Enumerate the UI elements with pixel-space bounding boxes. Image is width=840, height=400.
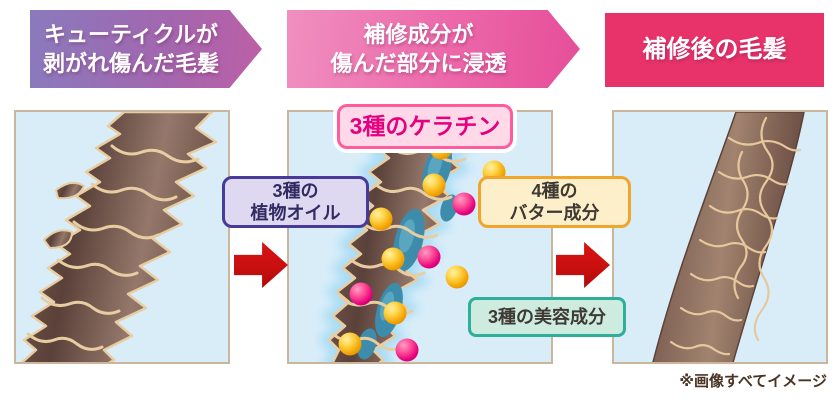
keratin-dot-pink bbox=[349, 282, 373, 306]
label-butter: 4種の バター成分 bbox=[478, 176, 631, 228]
damaged-hair-illustration bbox=[20, 112, 218, 362]
ingredient-dots bbox=[338, 136, 506, 362]
label-plant-oil: 3種の 植物オイル bbox=[222, 176, 369, 228]
label-keratin: 3種のケラチン bbox=[337, 104, 513, 149]
keratin-dot-pink bbox=[395, 338, 419, 362]
detached-flake bbox=[54, 181, 86, 200]
keratin-dot-yellow bbox=[381, 247, 405, 271]
keratin-dot-yellow bbox=[369, 207, 393, 231]
arrow-right-icon bbox=[234, 242, 288, 288]
disclaimer-note: ※画像すべてイメージ bbox=[679, 373, 827, 390]
keratin-dot-yellow bbox=[445, 265, 469, 289]
keratin-dot-pink bbox=[452, 192, 476, 216]
panel-damaged-hair bbox=[14, 110, 230, 364]
repaired-hair-illustration bbox=[652, 112, 805, 362]
panel-repaired-hair bbox=[612, 110, 828, 364]
stage-banner-repairing: 補修成分が 傷んだ部分に浸透 bbox=[287, 10, 580, 88]
keratin-dot-yellow bbox=[422, 173, 446, 197]
stage-banner-repaired: 補修後の毛髪 bbox=[605, 13, 824, 87]
keratin-dot-pink bbox=[417, 245, 441, 269]
keratin-dot-yellow bbox=[338, 332, 362, 356]
stage-banner-damaged: キューティクルが 剥がれ傷んだ毛髪 bbox=[30, 10, 262, 88]
keratin-dot-yellow bbox=[383, 301, 407, 325]
label-beauty: 3種の美容成分 bbox=[468, 297, 626, 337]
arrow-right-icon bbox=[556, 242, 610, 288]
detached-flake bbox=[42, 229, 74, 250]
